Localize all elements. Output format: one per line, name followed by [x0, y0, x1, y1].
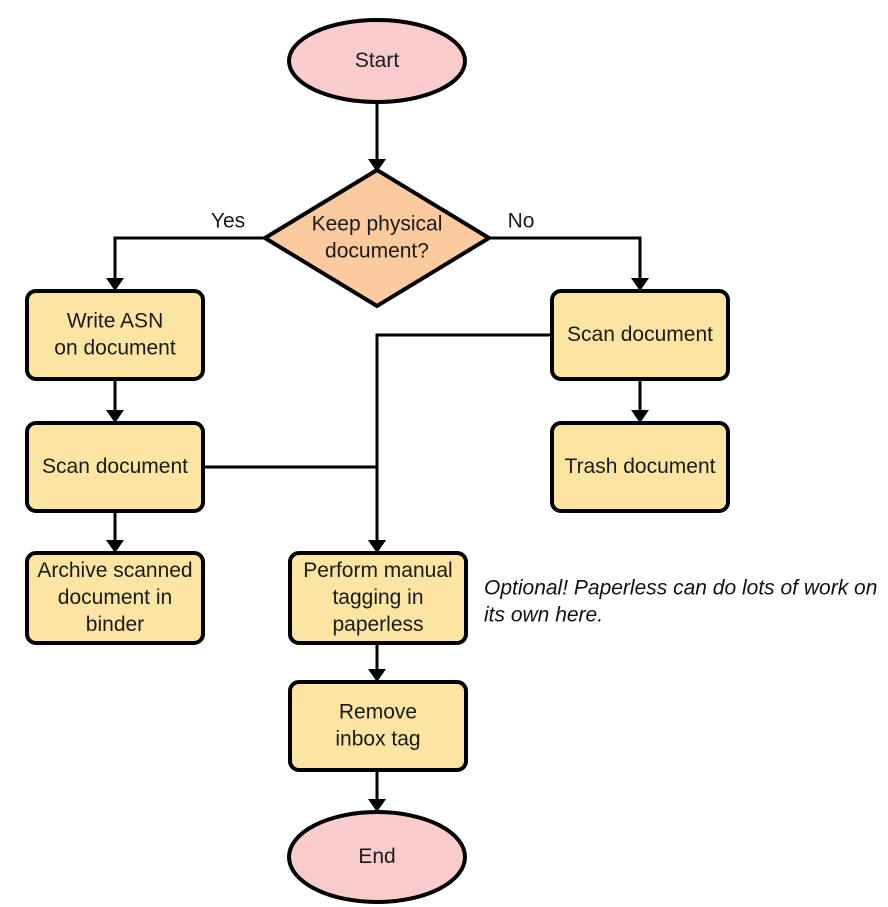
- node-scan-document-right[interactable]: Scan document: [550, 289, 730, 381]
- node-end[interactable]: End: [287, 810, 467, 904]
- node-label-trash-document: Trash document: [565, 455, 716, 478]
- edge-scan-right-to-tagging: [368, 333, 552, 553]
- annotations-layer: Optional! Paperless can do lots of work …: [484, 576, 877, 626]
- node-label-start: Start: [355, 49, 400, 72]
- node-label-scan-document-left: Scan document: [42, 455, 188, 478]
- process-shape: [550, 421, 730, 513]
- arrowhead: [106, 410, 124, 423]
- annotation-text: Optional! Paperless can do lots of work …: [484, 576, 877, 626]
- node-start[interactable]: Start: [287, 18, 467, 104]
- edge-tagging-to-remove-inbox-tag: [368, 643, 386, 682]
- edge-label-decision-yes-to-write-asn: Yes: [211, 210, 245, 233]
- arrowhead: [631, 278, 649, 291]
- edge-decision-yes-to-write-asn: Yes: [106, 210, 265, 291]
- process-shape: [25, 551, 205, 645]
- edges-layer: Yes No: [106, 102, 649, 812]
- arrowhead: [106, 278, 124, 291]
- edge-label-decision-no-to-scan-right: No: [508, 210, 535, 233]
- process-shape: [550, 289, 730, 381]
- arrowhead: [106, 540, 124, 553]
- edge-path: [375, 333, 552, 544]
- arrowhead: [368, 669, 386, 682]
- edge-scan-left-to-tagging: [203, 465, 386, 553]
- process-shape: [25, 289, 205, 381]
- edge-start-to-decision: [368, 102, 386, 172]
- terminator-shape: [287, 810, 467, 904]
- node-label-scan-document-right: Scan document: [567, 323, 713, 346]
- terminator-shape: [287, 18, 467, 104]
- edge-scan-left-to-archive: [106, 511, 124, 553]
- edge-path: [490, 236, 642, 282]
- process-shape: [288, 551, 468, 645]
- edge-path: [113, 236, 265, 282]
- node-label-end: End: [358, 845, 395, 868]
- edge-remove-inbox-tag-to-end: [368, 770, 386, 812]
- annotation-optional-note: Optional! Paperless can do lots of work …: [484, 576, 877, 626]
- decision-shape: [263, 168, 491, 308]
- arrowhead: [368, 799, 386, 812]
- node-scan-document-left[interactable]: Scan document: [25, 421, 205, 513]
- arrowhead: [368, 540, 386, 553]
- edge-write-asn-to-scan-left: [106, 379, 124, 423]
- edge-path: [203, 465, 379, 544]
- edge-decision-no-to-scan-right: No: [490, 210, 649, 291]
- arrowhead: [631, 410, 649, 423]
- edge-scan-right-to-trash: [631, 379, 649, 423]
- process-shape: [25, 421, 205, 513]
- arrowhead: [368, 159, 386, 172]
- node-trash-document[interactable]: Trash document: [550, 421, 730, 513]
- process-shape: [288, 680, 468, 772]
